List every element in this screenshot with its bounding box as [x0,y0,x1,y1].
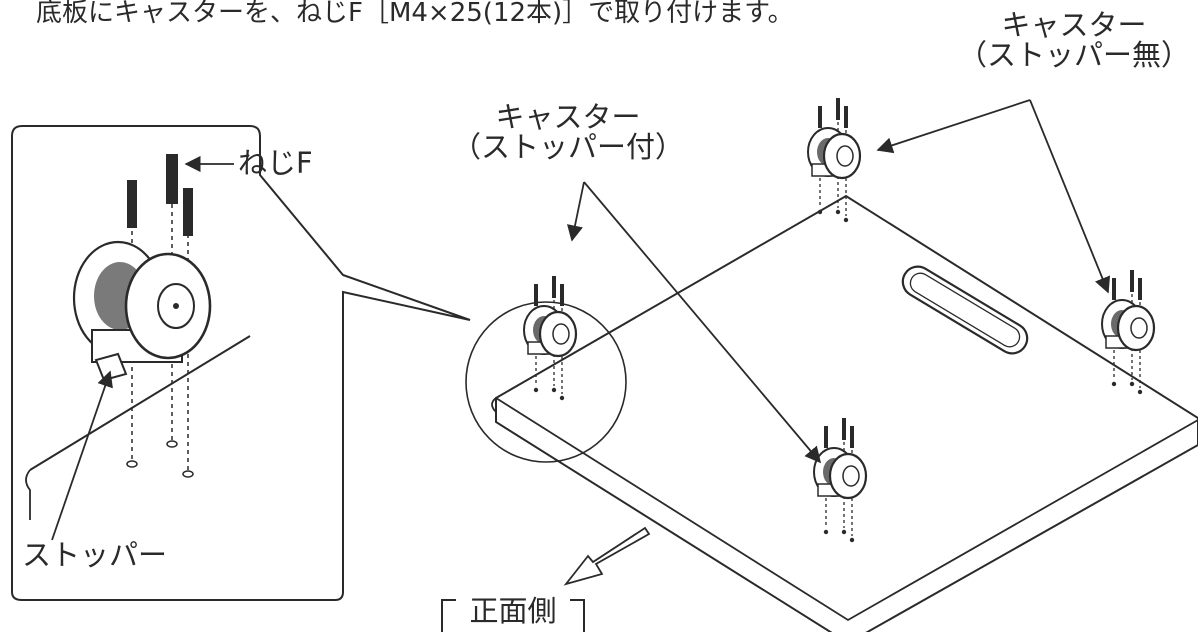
front-side-frame [441,599,585,632]
front-direction-arrow [563,526,651,586]
label-caster-no-stopper-line2: （ストッパー無） [957,38,1190,73]
label-screw-f: ねじF [238,146,313,180]
label-arrows [51,99,1111,541]
label-caster-with-stopper: キャスター （ストッパー付） [446,102,690,163]
instruction-text: 底板にキャスターを、ねじF［M4×25(12本)］で取り付けます。 [36,0,794,28]
label-caster-no-stopper: キャスター （ストッパー無） [952,10,1196,71]
label-front-side: 正面側 [469,594,557,628]
detail-callout [11,125,471,601]
detail-caster [25,154,251,520]
label-caster-with-stopper-line1: キャスター [495,100,641,134]
label-caster-with-stopper-line2: （ストッパー付） [451,130,684,165]
label-stopper: ストッパー [22,538,168,572]
zoom-circle [465,301,627,463]
label-caster-no-stopper-line1: キャスター [1001,8,1147,42]
handle-slot [901,265,1029,355]
